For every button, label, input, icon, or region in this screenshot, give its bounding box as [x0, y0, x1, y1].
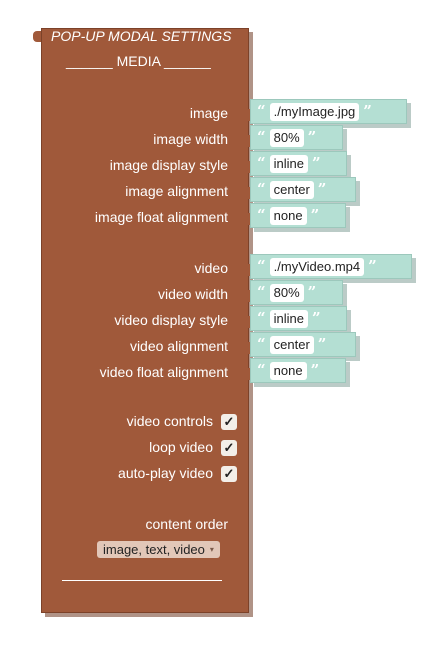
open-quote-icon: “ — [257, 283, 266, 301]
image-string-block[interactable]: “none” — [250, 203, 346, 228]
open-quote-icon: “ — [257, 206, 266, 224]
video-string-block[interactable]: “./myVideo.mp4” — [250, 254, 412, 279]
input-connector-notch — [243, 264, 250, 276]
image-string-block[interactable]: “inline” — [250, 151, 347, 176]
image-field-label: image display style — [109, 157, 228, 173]
input-connector-notch — [243, 161, 250, 173]
image-string-block[interactable]: “./myImage.jpg” — [250, 99, 407, 124]
chevron-down-icon: ▾ — [209, 545, 214, 554]
image-field-label: image width — [153, 131, 228, 147]
close-quote-icon: ” — [310, 361, 320, 379]
open-quote-icon: “ — [257, 335, 266, 353]
open-quote-icon: “ — [257, 102, 266, 120]
video-controls-label: video controls — [126, 413, 213, 429]
video-string-block[interactable]: “center” — [250, 332, 356, 357]
close-quote-icon: ” — [317, 335, 327, 353]
image-field-label: image float alignment — [94, 209, 228, 225]
video-value-field[interactable]: center — [269, 335, 314, 354]
video-controls-checkbox[interactable]: ✓ — [221, 414, 237, 430]
close-quote-icon: ” — [310, 206, 320, 224]
input-connector-notch — [243, 135, 250, 147]
image-value-field[interactable]: center — [269, 180, 314, 199]
image-value-field[interactable]: ./myImage.jpg — [269, 102, 360, 121]
previous-connection-tab — [33, 31, 43, 42]
section-divider — [62, 580, 222, 581]
loop-video-label: loop video — [149, 439, 213, 455]
image-field-label: image — [189, 105, 228, 121]
image-value-field[interactable]: 80% — [269, 128, 304, 147]
video-field-label: video width — [157, 286, 228, 302]
popup-modal-settings-block[interactable] — [41, 28, 249, 613]
open-quote-icon: “ — [257, 361, 266, 379]
input-connector-notch — [243, 368, 250, 380]
input-connector-notch — [243, 290, 250, 302]
input-connector-notch — [243, 342, 250, 354]
video-field-label: video alignment — [129, 338, 228, 354]
loop-video-checkbox[interactable]: ✓ — [221, 440, 237, 456]
image-string-block[interactable]: “80%” — [250, 125, 343, 150]
open-quote-icon: “ — [257, 128, 266, 146]
close-quote-icon: ” — [307, 128, 317, 146]
open-quote-icon: “ — [257, 180, 266, 198]
video-string-block[interactable]: “80%” — [250, 280, 343, 305]
open-quote-icon: “ — [257, 154, 266, 172]
video-field-label: video — [194, 260, 228, 276]
image-field-label: image alignment — [125, 183, 228, 199]
video-value-field[interactable]: inline — [269, 309, 308, 328]
input-connector-notch — [243, 109, 250, 121]
content-order-value: image, text, video — [103, 542, 205, 557]
input-connector-notch — [243, 187, 250, 199]
auto-play-video-label: auto-play video — [118, 465, 213, 481]
video-string-block[interactable]: “none” — [250, 358, 346, 383]
input-connector-notch — [243, 213, 250, 225]
video-value-field[interactable]: 80% — [269, 283, 304, 302]
input-connector-notch — [243, 316, 250, 328]
image-string-block[interactable]: “center” — [250, 177, 356, 202]
video-field-label: video display style — [114, 312, 228, 328]
close-quote-icon: ” — [363, 102, 372, 120]
close-quote-icon: ” — [368, 257, 377, 275]
video-value-field[interactable]: none — [269, 361, 307, 380]
auto-play-video-checkbox[interactable]: ✓ — [221, 466, 237, 482]
content-order-label: content order — [145, 516, 229, 532]
open-quote-icon: “ — [257, 257, 266, 275]
block-title: POP-UP MODAL SETTINGS — [51, 28, 232, 44]
video-string-block[interactable]: “inline” — [250, 306, 347, 331]
close-quote-icon: ” — [307, 283, 317, 301]
media-section-header: ______ MEDIA ______ — [66, 53, 211, 69]
close-quote-icon: ” — [312, 309, 321, 327]
open-quote-icon: “ — [257, 309, 266, 327]
video-field-label: video float alignment — [99, 364, 228, 380]
video-value-field[interactable]: ./myVideo.mp4 — [269, 257, 365, 276]
content-order-dropdown[interactable]: image, text, video ▾ — [97, 541, 220, 558]
image-value-field[interactable]: none — [269, 206, 307, 225]
close-quote-icon: ” — [312, 154, 321, 172]
image-value-field[interactable]: inline — [269, 154, 308, 173]
close-quote-icon: ” — [317, 180, 327, 198]
